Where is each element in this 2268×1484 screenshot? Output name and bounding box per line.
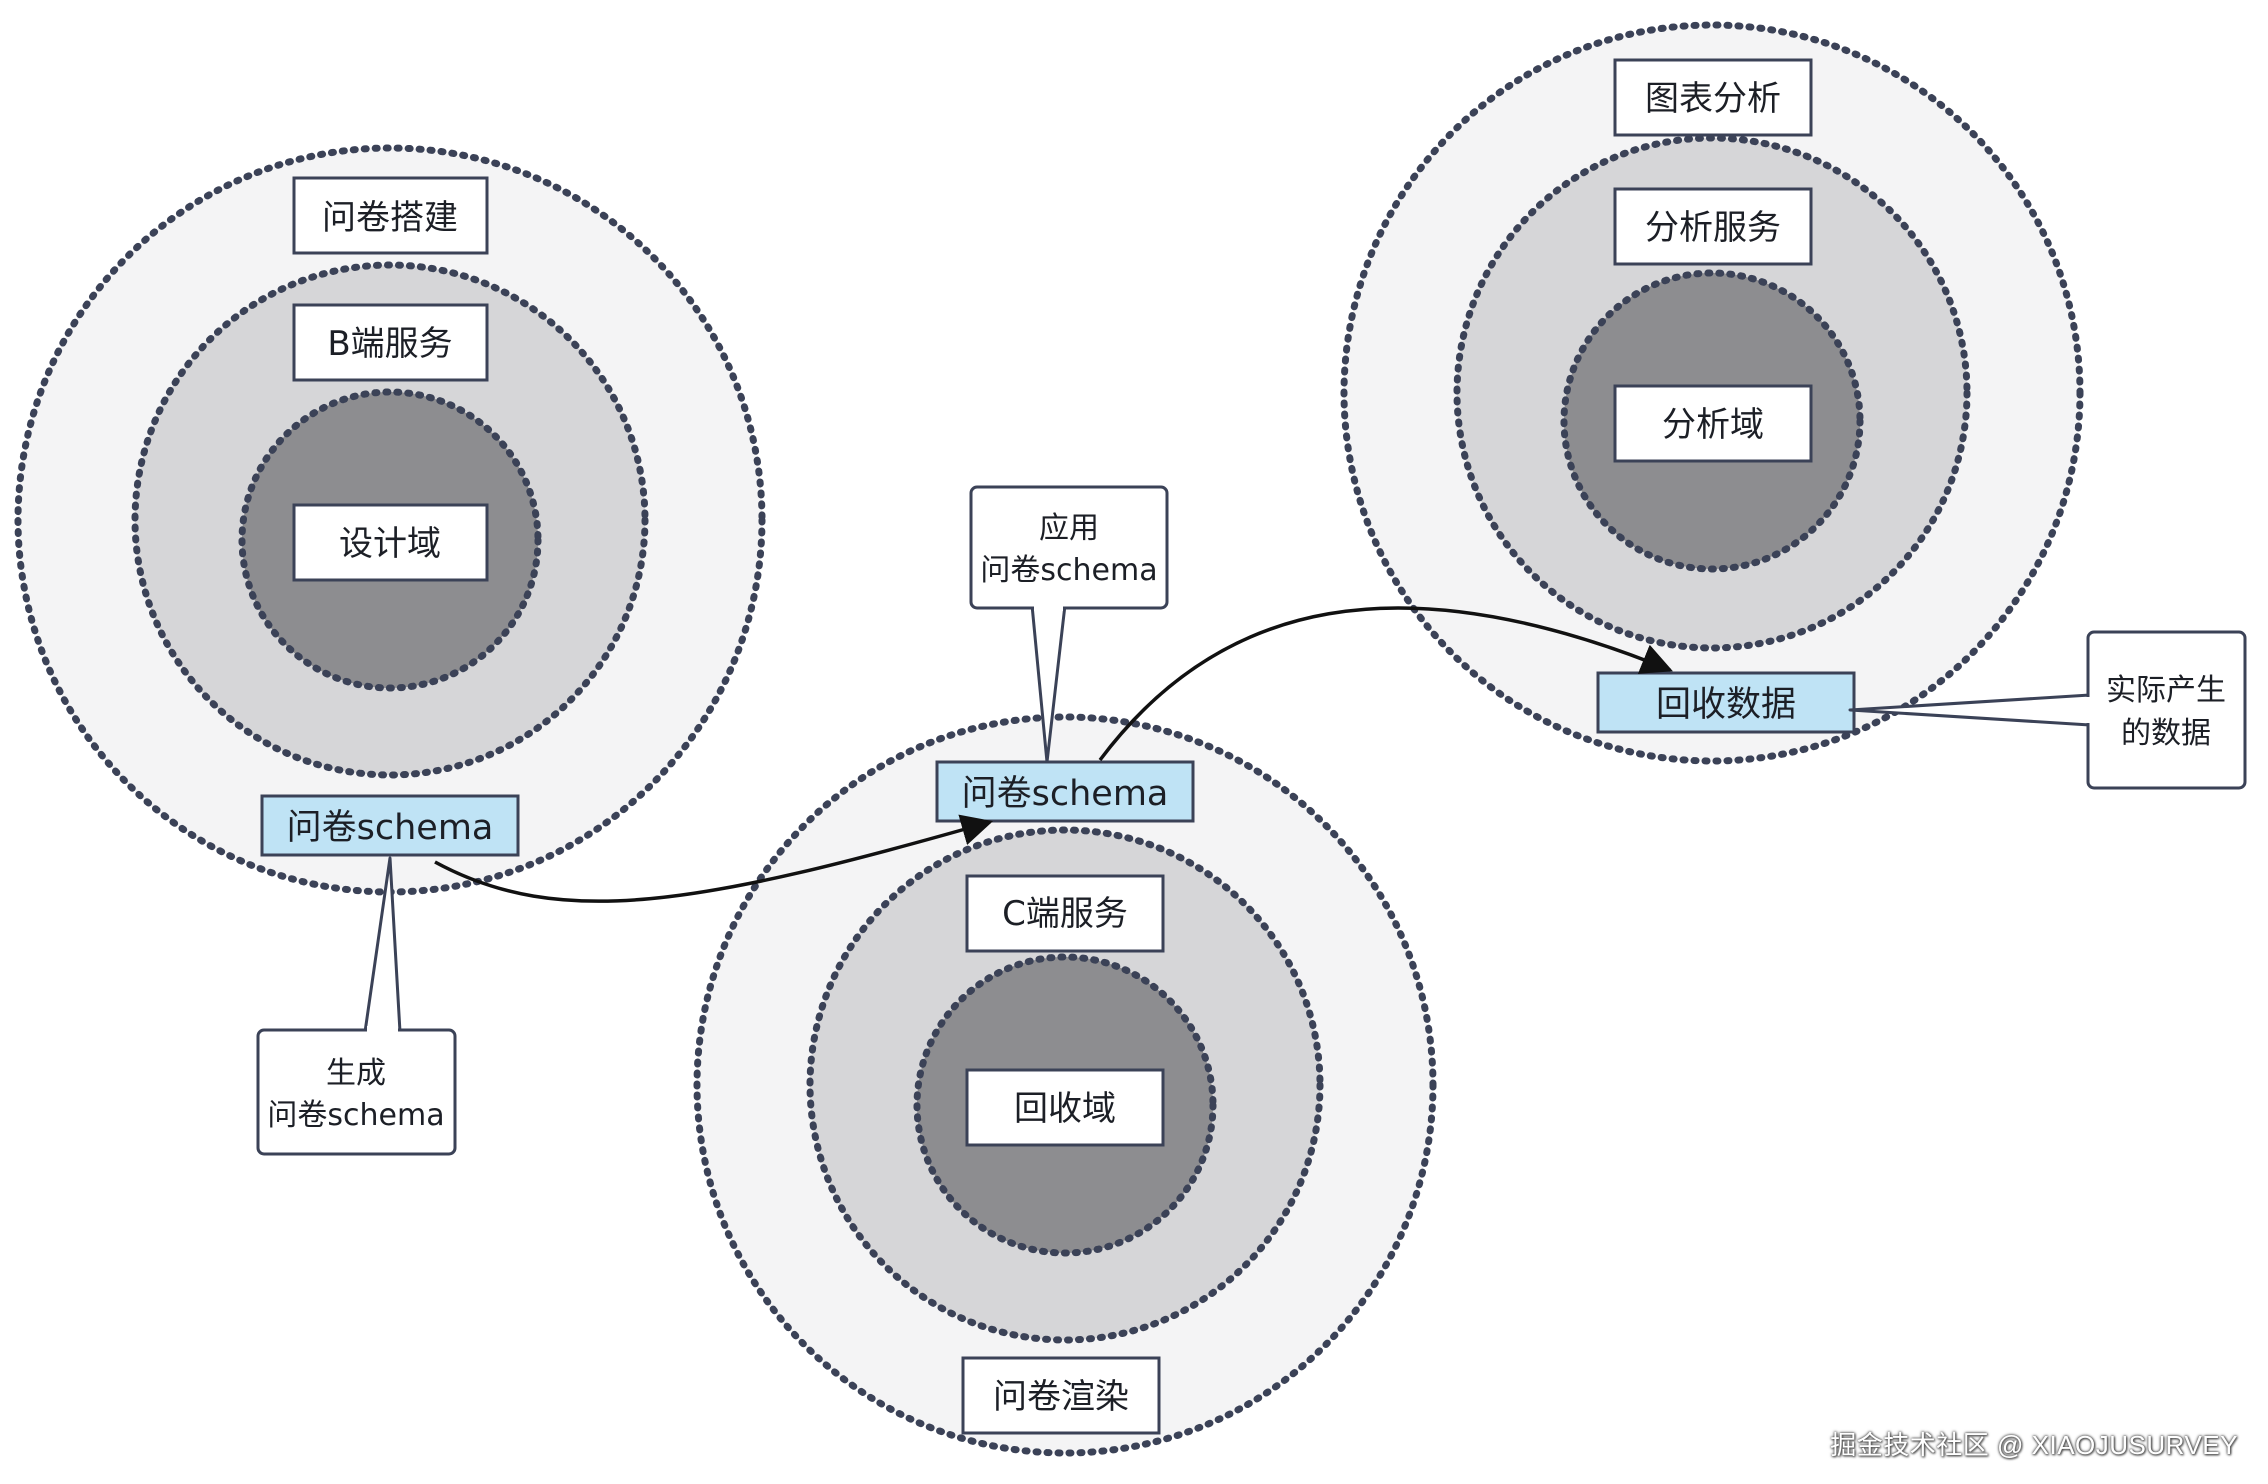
callout-actual-line1: 实际产生	[2106, 673, 2226, 708]
analysis-outer-label-box: 图表分析	[1613, 58, 1813, 137]
analysis-middle-label-box: 分析服务	[1613, 187, 1813, 266]
analysis-domain: 图表分析 分析服务 分析域 回收数据	[1340, 21, 2084, 765]
callout-generate: 生成 问卷schema	[256, 856, 457, 1156]
flow-arrow-collect-to-analysis	[1098, 606, 1673, 762]
design-outer-label: 问卷搭建	[322, 198, 458, 238]
collect-inner-label-box: 回收域	[965, 1068, 1165, 1147]
analysis-middle-label: 分析服务	[1645, 208, 1781, 248]
analysis-artifact-box: 回收数据	[1596, 671, 1856, 734]
collect-artifact-box: 问卷schema	[935, 760, 1195, 823]
collect-outer-label-box: 问卷渲染	[961, 1356, 1161, 1435]
callout-generate-line1: 生成	[326, 1056, 386, 1091]
design-artifact-box: 问卷schema	[260, 794, 520, 857]
analysis-inner-label-box: 分析域	[1613, 384, 1813, 463]
analysis-outer-label: 图表分析	[1645, 79, 1781, 119]
collect-artifact-label: 问卷schema	[962, 774, 1169, 814]
analysis-inner-label: 分析域	[1662, 405, 1764, 445]
callout-apply-line1: 应用	[1039, 511, 1099, 546]
flow-arrow-design-to-collect	[434, 814, 994, 903]
design-inner-label: 设计域	[339, 524, 441, 564]
callout-actual: 实际产生 的数据	[1848, 630, 2247, 790]
collect-outer-label: 问卷渲染	[993, 1377, 1129, 1417]
design-middle-label-box: B端服务	[292, 303, 489, 382]
collect-inner-label: 回收域	[1014, 1089, 1116, 1129]
callout-apply-line2: 问卷schema	[980, 553, 1157, 588]
design-outer-label-box: 问卷搭建	[292, 176, 489, 255]
design-inner-label-box: 设计域	[292, 503, 489, 582]
design-domain: 问卷搭建 B端服务 设计域 问卷schema	[14, 144, 766, 896]
design-middle-label: B端服务	[327, 324, 452, 364]
callout-apply: 应用 问卷schema	[969, 485, 1169, 764]
collect-middle-label: C端服务	[1002, 894, 1128, 934]
watermark: 掘金技术社区 @ XIAOJUSURVEY	[1830, 1430, 2238, 1460]
collect-domain: C端服务 回收域 问卷渲染 问卷schema	[693, 713, 1437, 1457]
design-artifact-label: 问卷schema	[287, 808, 494, 848]
callout-generate-line2: 问卷schema	[267, 1098, 444, 1133]
collect-middle-label-box: C端服务	[965, 874, 1165, 953]
analysis-artifact-label: 回收数据	[1656, 685, 1796, 725]
callout-actual-line2: 的数据	[2121, 716, 2211, 751]
